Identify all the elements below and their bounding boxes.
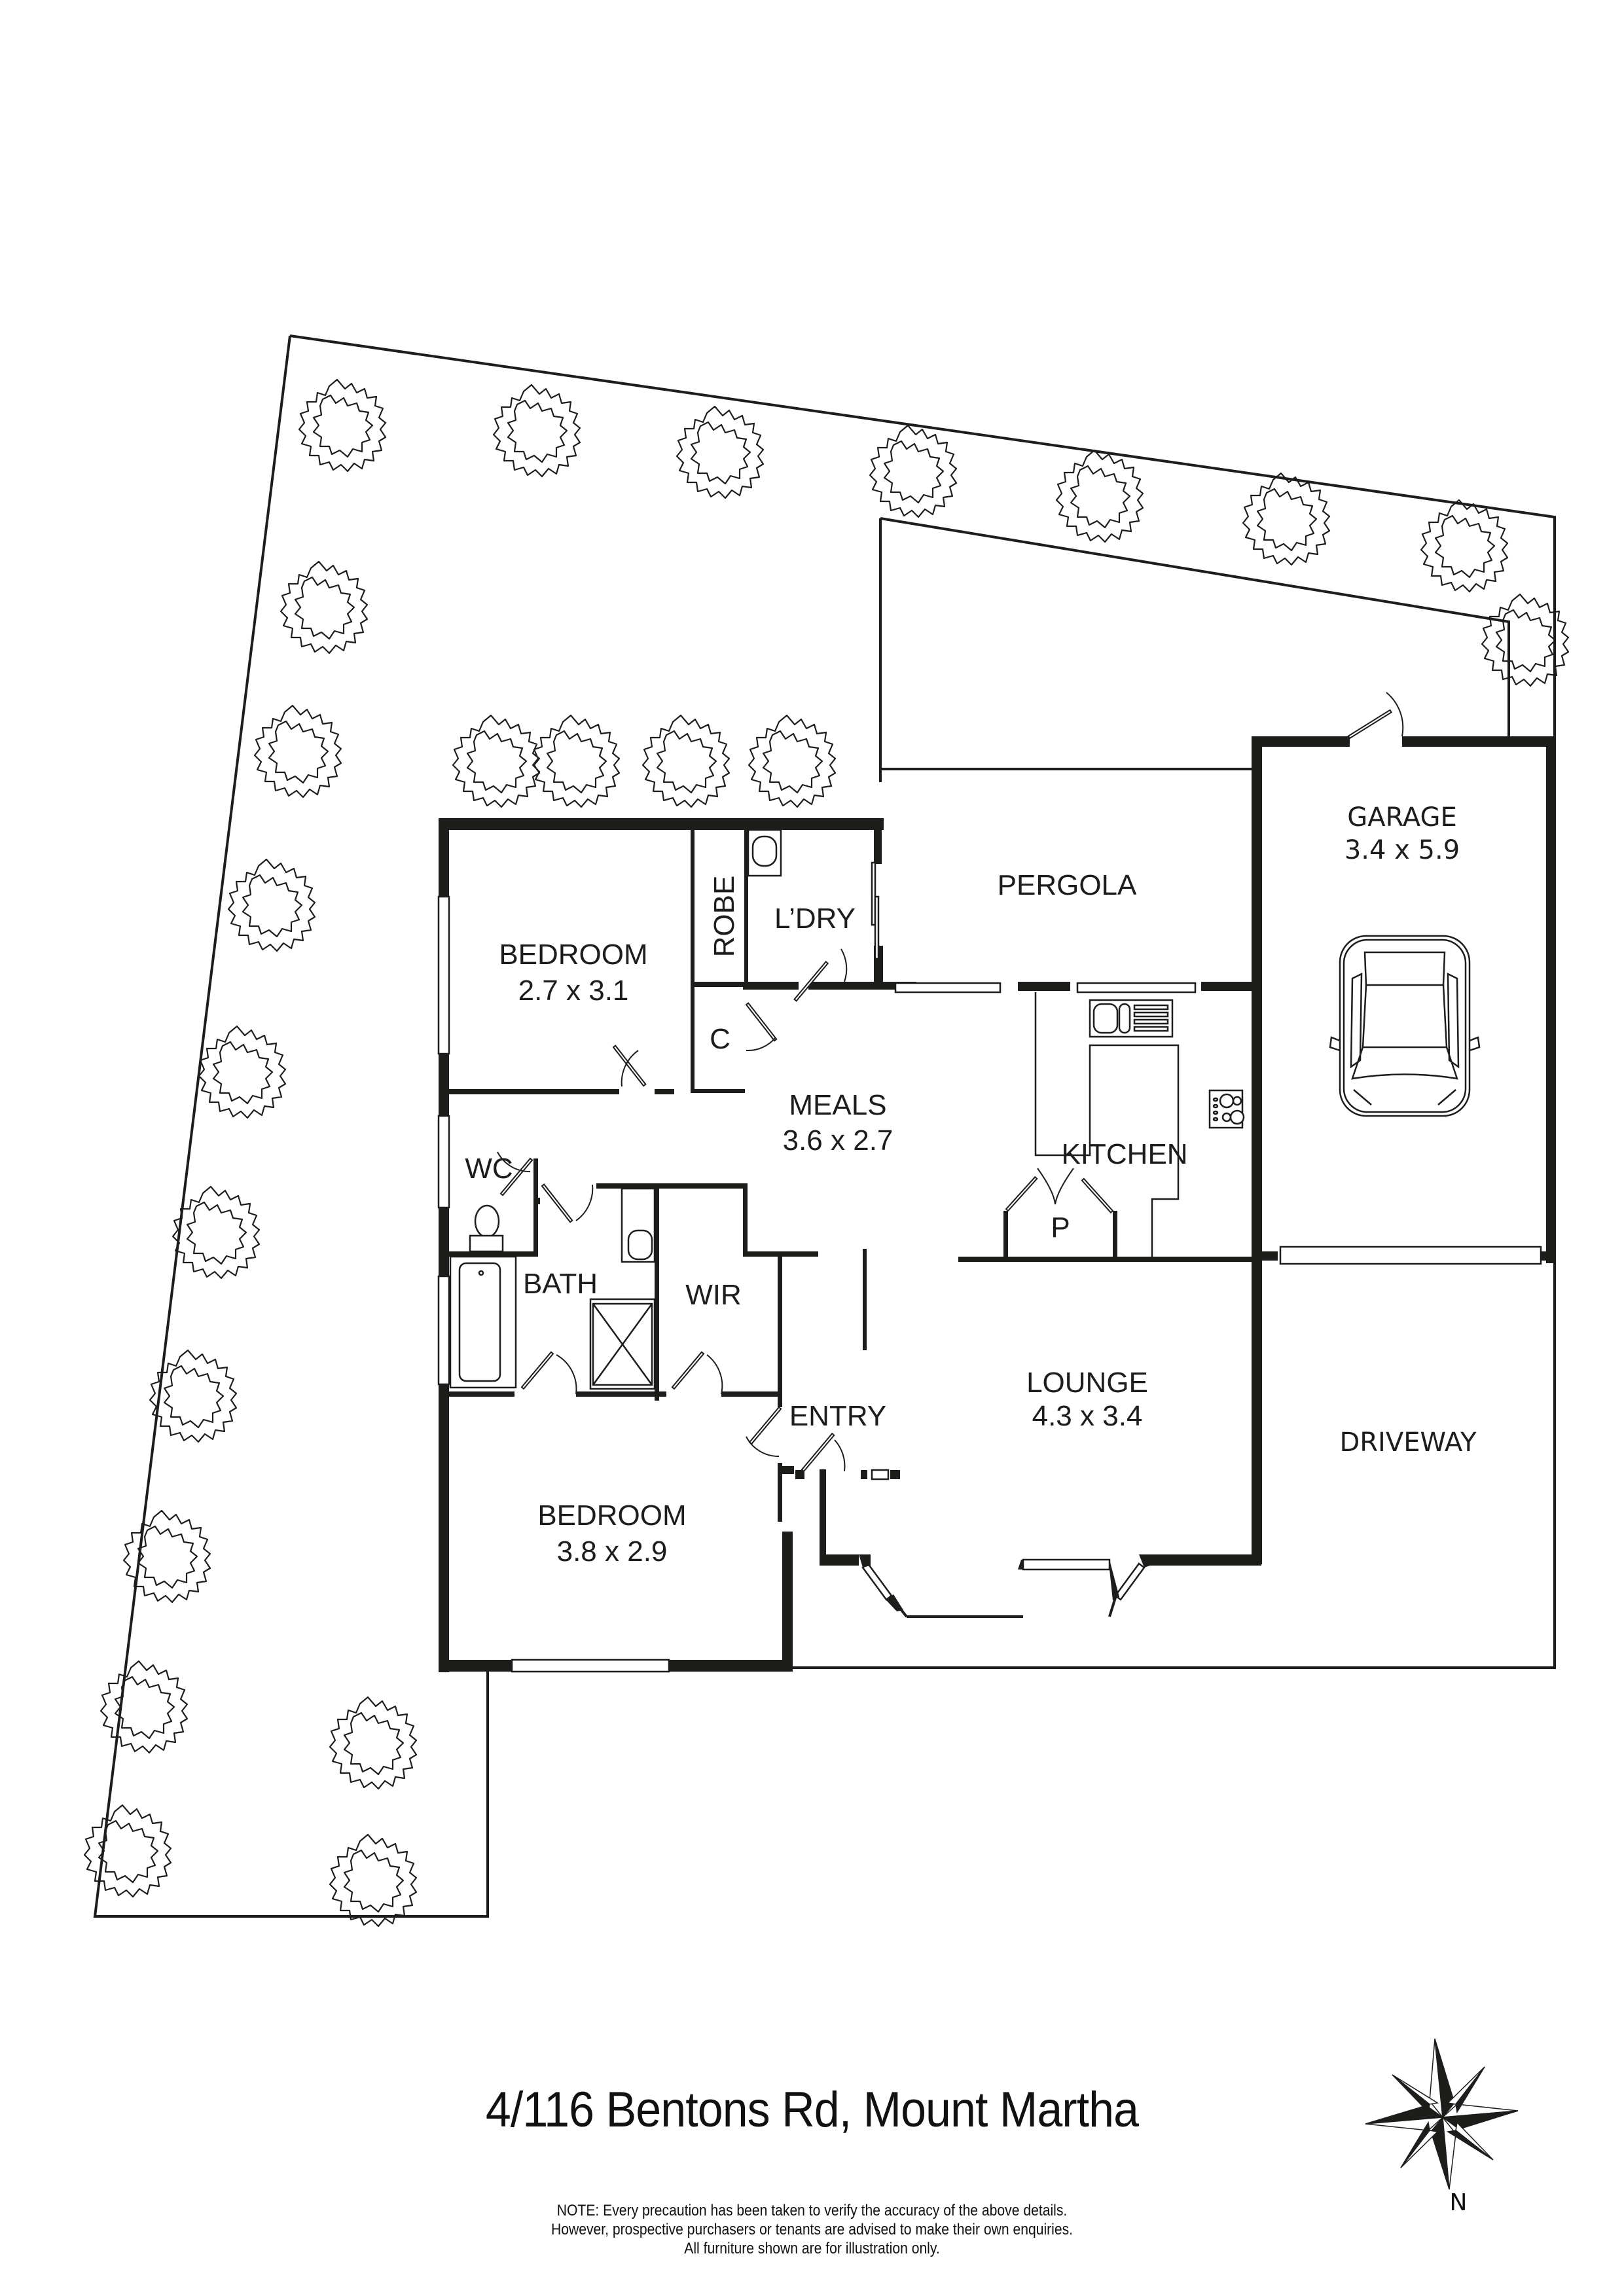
tree-icon xyxy=(1420,499,1509,593)
disclaimer-line-3: All furniture shown are for illustration… xyxy=(684,2240,940,2257)
window xyxy=(861,1562,893,1601)
room-name-robe: ROBE xyxy=(708,876,740,958)
tree-icon xyxy=(83,1804,172,1898)
fixtures xyxy=(449,829,1481,1390)
compass-rose-icon xyxy=(1365,2038,1519,2190)
door-cupboard xyxy=(745,1002,778,1052)
door-bedroom2 xyxy=(746,1406,782,1458)
door-bath-top xyxy=(541,1183,594,1223)
doors xyxy=(497,692,1404,1473)
tree-icon xyxy=(99,1660,189,1754)
room-name-lounge: LOUNGE xyxy=(1026,1367,1148,1399)
tree-icon xyxy=(298,378,387,473)
laundry-trough-icon xyxy=(747,829,782,877)
room-name-laundry: L’DRY xyxy=(774,903,856,935)
disclaimer-line-1: NOTE: Every precaution has been taken to… xyxy=(556,2202,1068,2219)
sliding-door xyxy=(871,861,876,926)
tree-icon xyxy=(869,424,958,518)
tree-icon xyxy=(1055,449,1144,543)
room-size-garage: 3.4 x 5.9 xyxy=(1344,835,1460,865)
door-pantry-left xyxy=(1005,1175,1038,1212)
tree-icon xyxy=(227,858,316,952)
disclaimer-line-2: However, prospective purchasers or tenan… xyxy=(550,2221,1074,2238)
room-name-meals: MEALS xyxy=(789,1089,886,1121)
door-bedroom1 xyxy=(612,1045,647,1087)
shower-icon xyxy=(589,1298,656,1390)
window xyxy=(1076,982,1197,994)
room-name-entry: ENTRY xyxy=(789,1400,886,1432)
tree-icon xyxy=(280,560,369,655)
room-size-bedroom2: 3.8 x 2.9 xyxy=(557,1535,668,1568)
toilet-icon xyxy=(469,1204,504,1253)
room-name-kitchen: KITCHEN xyxy=(1061,1138,1187,1170)
tree-icon xyxy=(676,405,765,499)
door-laundry xyxy=(793,948,848,1002)
window xyxy=(1279,1246,1542,1265)
tree-icon xyxy=(1242,472,1331,566)
tree-icon xyxy=(198,1025,287,1119)
tree-icon xyxy=(171,1185,261,1280)
window xyxy=(437,1275,450,1386)
room-name-bath: BATH xyxy=(523,1268,598,1300)
cooktop-icon xyxy=(1208,1089,1245,1129)
bay-window-frame xyxy=(859,1554,1150,1618)
room-size-bedroom1: 2.7 x 3.1 xyxy=(518,975,629,1007)
kitchen-bench xyxy=(1034,992,1180,1257)
room-size-meals: 3.6 x 2.7 xyxy=(783,1124,893,1157)
room-name-driveway: DRIVEWAY xyxy=(1339,1427,1477,1458)
property-address-title: 4/116 Bentons Rd, Mount Martha xyxy=(485,2082,1139,2138)
room-name-garage: GARAGE xyxy=(1347,802,1456,833)
tree-icon xyxy=(329,1696,418,1790)
window xyxy=(871,1469,890,1480)
window xyxy=(1022,1558,1111,1571)
bathtub-icon xyxy=(449,1255,517,1389)
sink-icon xyxy=(1089,999,1174,1038)
door-bath xyxy=(520,1351,577,1395)
disclaimer-note: NOTE: Every precaution has been taken to… xyxy=(98,2201,1526,2258)
window xyxy=(437,895,450,1055)
room-name-bedroom1: BEDROOM xyxy=(499,939,647,971)
window xyxy=(437,1115,450,1209)
compass-north-label: N xyxy=(1449,2189,1468,2216)
window xyxy=(1114,1562,1146,1601)
tree-icon xyxy=(329,1833,418,1928)
door-front-entry xyxy=(801,1432,846,1473)
room-labels: BEDROOM 2.7 x 3.1 ROBE L’DRY PERGOLA GAR… xyxy=(465,802,1477,1568)
tree-icon xyxy=(452,714,541,808)
room-name-pergola: PERGOLA xyxy=(998,869,1137,901)
window xyxy=(511,1659,670,1673)
room-name-wc: WC xyxy=(465,1153,513,1185)
tree-icon xyxy=(748,714,837,808)
room-name-wir: WIR xyxy=(685,1279,742,1311)
room-size-lounge: 4.3 x 3.4 xyxy=(1032,1400,1143,1432)
car-icon xyxy=(1329,935,1481,1117)
window xyxy=(894,982,1001,994)
interior-walls xyxy=(449,830,1252,1522)
door-garage xyxy=(1347,692,1404,740)
sliding-door xyxy=(874,895,880,960)
basin-icon xyxy=(621,1187,656,1263)
tree-icon xyxy=(492,384,581,478)
room-name-bedroom2: BEDROOM xyxy=(537,1499,686,1532)
room-name-pantry: P xyxy=(1051,1211,1070,1244)
door-pantry-right xyxy=(1081,1177,1114,1214)
tree-icon xyxy=(641,714,731,808)
door-wc xyxy=(497,1151,533,1196)
tree-icon xyxy=(532,714,621,808)
tree-icon xyxy=(253,704,342,798)
door-wir xyxy=(671,1351,723,1395)
room-name-cupboard: C xyxy=(710,1023,731,1055)
